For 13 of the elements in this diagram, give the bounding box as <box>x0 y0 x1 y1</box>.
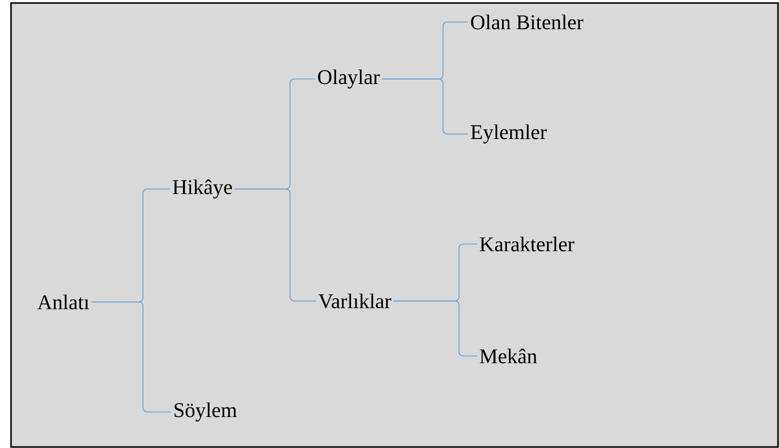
node-label: Anlatı <box>37 294 90 310</box>
node-label: Karakterler <box>480 236 574 252</box>
node-label: Hikâye <box>172 179 232 199</box>
node-label: Mekân <box>480 348 537 364</box>
bracket-line <box>91 302 172 412</box>
bracket-line <box>393 300 478 356</box>
node-label: Olan Bitenler <box>471 14 584 30</box>
bracket-line <box>382 78 468 134</box>
node-label: Eylemler <box>470 124 547 144</box>
node-label: Olaylar <box>318 69 380 88</box>
node-label: Varlıklar <box>318 294 392 308</box>
node-label: Söylem <box>174 402 237 422</box>
bracket-line <box>234 188 316 302</box>
